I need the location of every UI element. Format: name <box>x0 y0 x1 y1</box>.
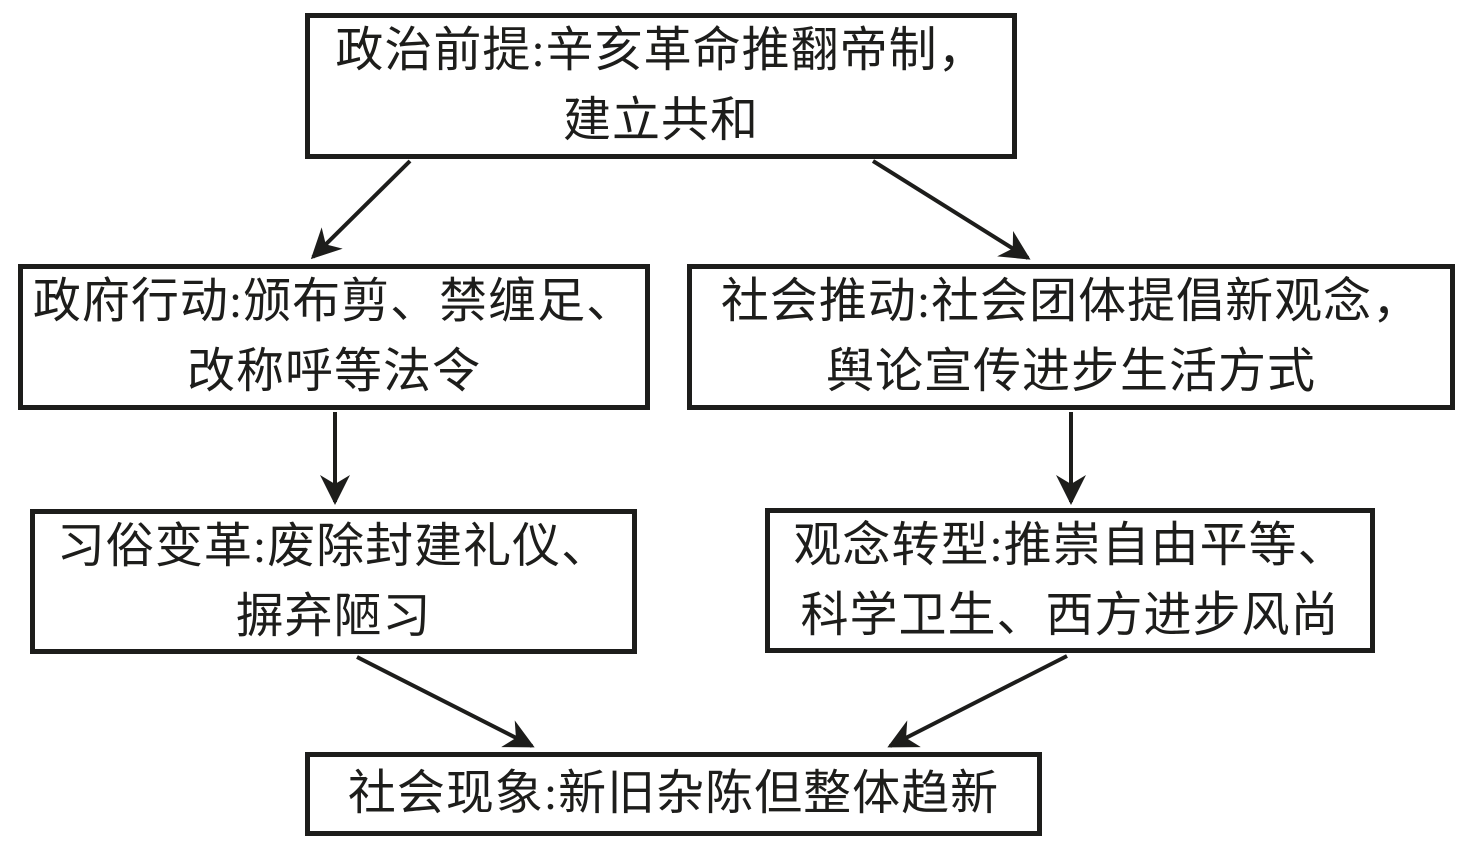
arrow-concept-transition-to-social-phenomenon <box>887 654 1068 748</box>
arrow-custom-reform-to-social-phenomenon <box>356 655 535 748</box>
arrow-premise-to-social-push <box>871 159 1031 260</box>
node-concept-transition: 观念转型:推崇自由平等、 科学卫生、西方进步风尚 <box>765 508 1375 653</box>
node-social-push: 社会推动:社会团体提倡新观念， 舆论宣传进步生活方式 <box>687 264 1455 410</box>
node-social-phenomenon: 社会现象:新旧杂陈但整体趋新 <box>305 752 1042 836</box>
arrow-premise-to-government-action <box>310 159 412 260</box>
node-political-premise: 政治前提:辛亥革命推翻帝制， 建立共和 <box>305 13 1017 159</box>
node-government-action: 政府行动:颁布剪、禁缠足、 改称呼等法令 <box>18 264 650 410</box>
node-custom-reform: 习俗变革:废除封建礼仪、 摒弃陋习 <box>30 509 637 654</box>
